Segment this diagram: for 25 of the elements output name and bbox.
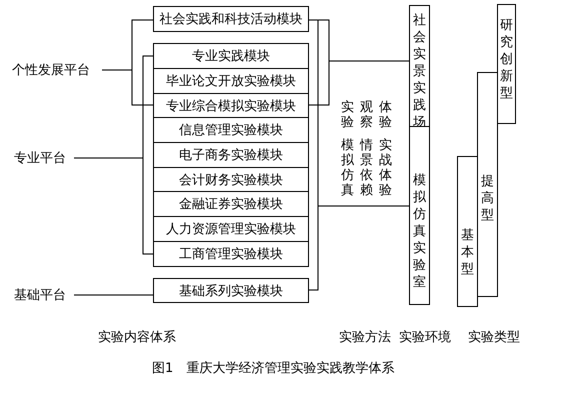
method-label: 情景依赖: [360, 138, 373, 198]
method-label: 模拟仿真: [341, 138, 354, 198]
column-box: 提高型: [477, 72, 498, 297]
platform-label: 专业平台: [14, 149, 66, 167]
platform-label: 基础平台: [14, 286, 66, 304]
method-label: 实验: [341, 100, 354, 130]
connector-line: [308, 60, 410, 106]
module-box: 社会实践和科技活动模块: [153, 6, 309, 32]
connector-line: [102, 70, 154, 106]
column-box: 模拟仿真实验室: [409, 126, 430, 305]
column-heading: 实验环境: [399, 329, 451, 346]
column-heading: 实验方法: [339, 329, 391, 346]
method-label: 观察: [360, 100, 373, 130]
platform-label: 个性发展平台: [12, 61, 90, 79]
method-label: 实战体验: [379, 138, 392, 198]
column-box: 基本型: [457, 156, 478, 307]
column-box: 研究创新型: [497, 4, 516, 124]
connector-line: [74, 294, 154, 296]
figure-caption: 图1 重庆大学经济管理实验实践教学体系: [152, 360, 394, 377]
column-heading: 实验类型: [468, 329, 520, 346]
column-heading: 实验内容体系: [98, 329, 176, 346]
connector-line: [74, 158, 154, 254]
module-box: 基础系列实验模块: [153, 278, 309, 303]
connector-line: [308, 206, 410, 290]
method-label: 体验: [379, 100, 392, 130]
